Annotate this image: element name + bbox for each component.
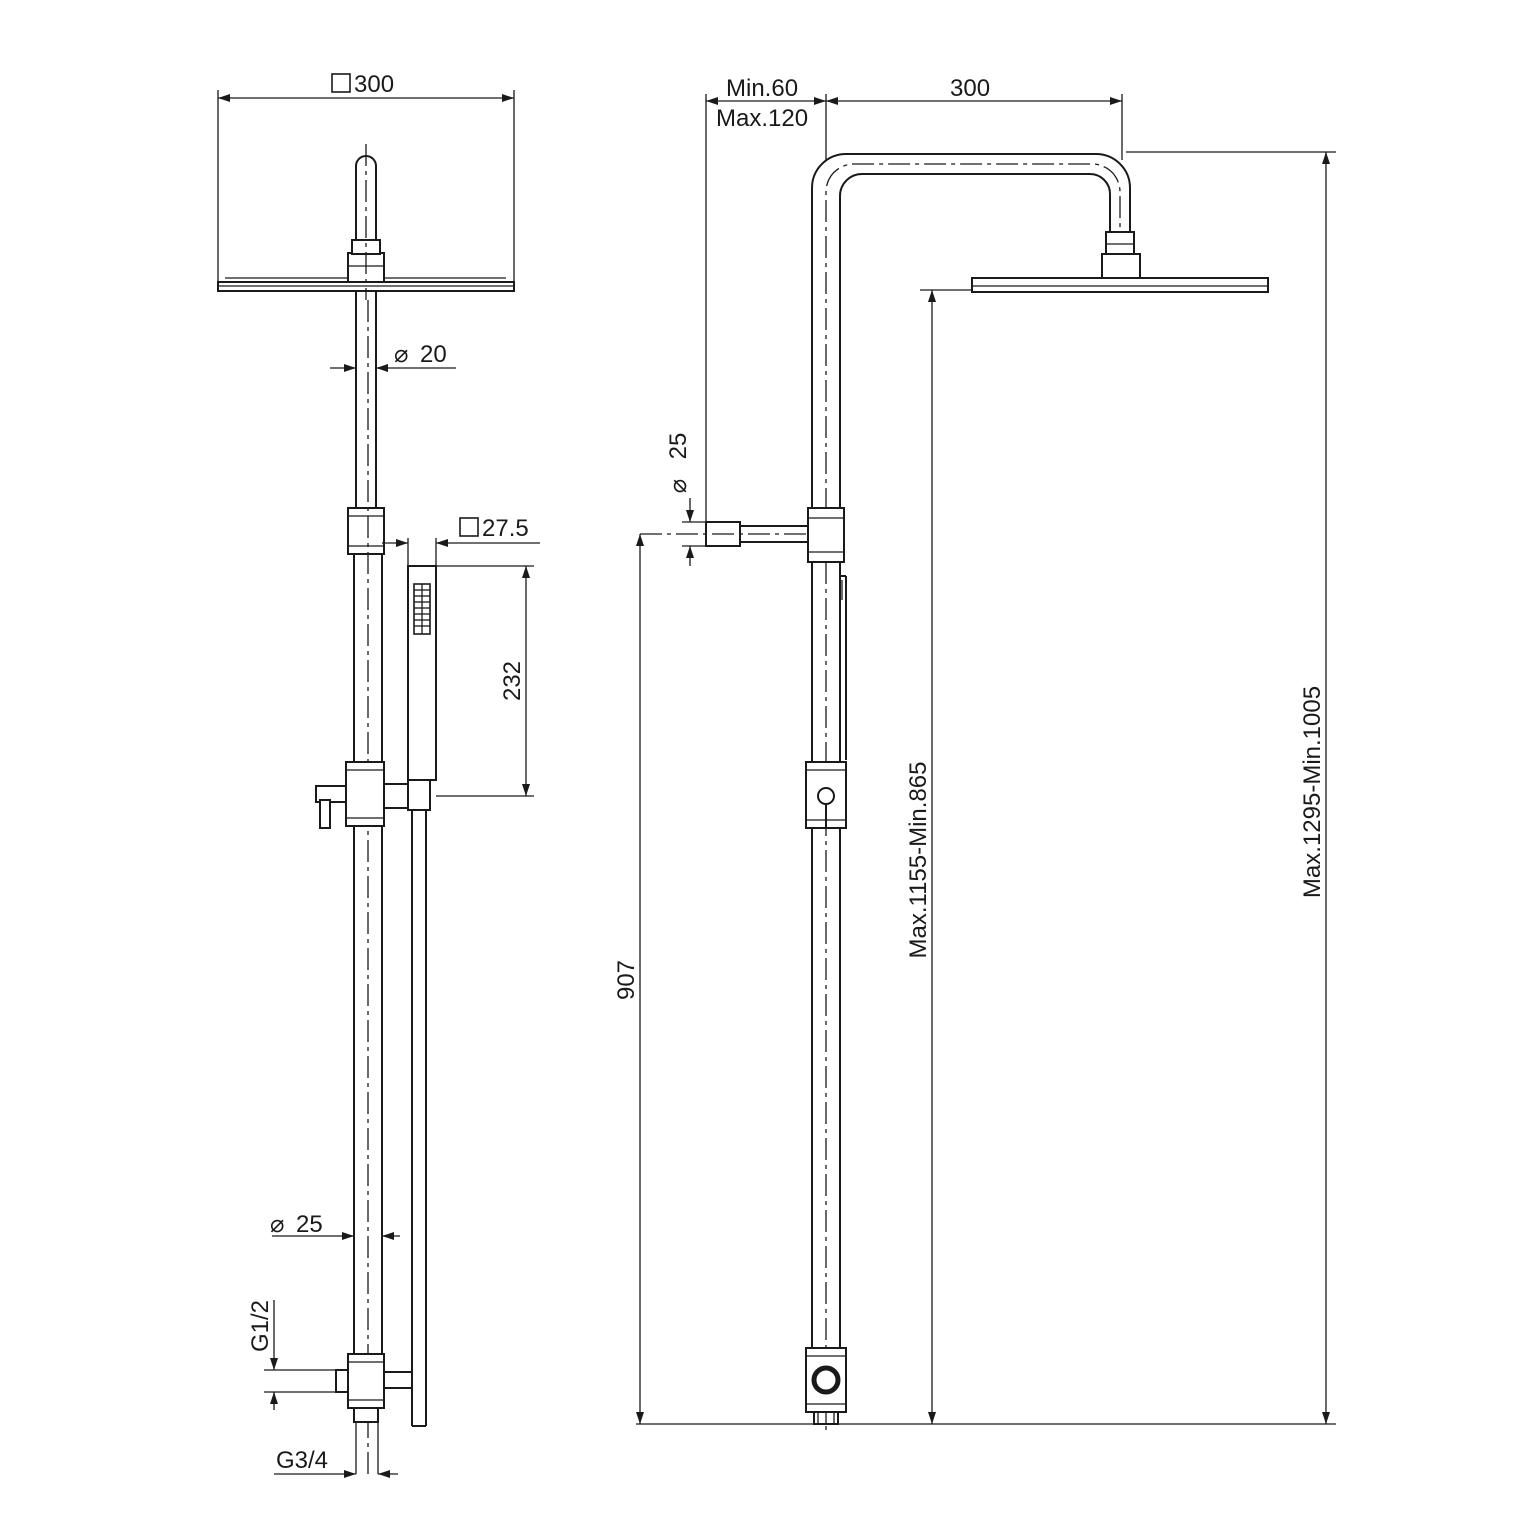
diverter-knob-icon <box>811 1365 841 1395</box>
arm-projection-label: 300 <box>950 75 990 102</box>
dim-bracket-diameter: ⌀ 25 <box>665 433 706 566</box>
dim-riser-diameter: ⌀ 25 <box>270 1211 400 1240</box>
outlet-thread-label: G3/4 <box>276 1447 328 1474</box>
front-riser <box>353 300 383 1474</box>
dim-inlet-thread: G1/2 <box>247 1300 336 1410</box>
front-hand-shower <box>407 565 437 811</box>
bracket-height-label: 907 <box>613 960 640 1000</box>
head-width-label: 300 <box>354 71 394 98</box>
diameter-symbol-icon: ⌀ <box>270 1211 284 1238</box>
side-view: Min.60 Max.120 300 <box>613 75 1336 1430</box>
front-diverter <box>335 1353 413 1474</box>
side-diverter <box>805 1347 847 1425</box>
head-height-label: Max.1155-Min.865 <box>905 762 932 959</box>
dim-overall-height: Max.1295-Min.1005 <box>1299 152 1330 1424</box>
overall-height-label: Max.1295-Min.1005 <box>1299 686 1326 898</box>
side-wall-bracket <box>640 507 845 563</box>
side-slider <box>805 761 847 829</box>
dim-bracket-height: 907 <box>613 534 644 1424</box>
slider-knob-icon <box>817 787 835 805</box>
dim-head-height: Max.1155-Min.865 <box>905 289 972 1424</box>
side-shower-head <box>971 231 1269 293</box>
arm-diameter-label: 20 <box>420 341 447 368</box>
wall-offset-min-label: Min.60 <box>726 75 798 102</box>
inlet-thread-label: G1/2 <box>247 1300 274 1352</box>
front-shower-head <box>217 144 515 300</box>
side-riser <box>811 562 847 1430</box>
square-symbol-icon <box>331 73 351 93</box>
dim-handshower-length: 232 <box>436 565 534 797</box>
dim-arm-diameter: ⌀ 20 <box>330 341 456 372</box>
dim-handshower-section: 27.5 <box>382 515 540 566</box>
handshower-section-label: 27.5 <box>482 515 529 542</box>
diameter-symbol-icon: ⌀ <box>394 341 408 368</box>
side-arm <box>811 153 1131 510</box>
square-symbol-icon <box>459 517 479 537</box>
handshower-length-label: 232 <box>499 661 526 701</box>
dim-arm-projection: 300 <box>826 75 1123 160</box>
diameter-symbol-icon: ⌀ <box>665 479 692 493</box>
front-view: 300 ⌀ 20 <box>217 71 540 1478</box>
dim-head-width: 300 <box>217 71 515 282</box>
front-hose <box>411 810 427 1427</box>
front-upper-clamp <box>347 507 385 555</box>
dim-outlet-thread: G3/4 <box>274 1447 398 1478</box>
handshower-nozzle-grid <box>413 583 431 635</box>
wall-offset-max-label: Max.120 <box>716 105 808 132</box>
riser-diameter-label: 25 <box>296 1211 323 1238</box>
front-upper-arm <box>355 291 377 508</box>
dim-wall-offset: Min.60 Max.120 <box>705 75 827 530</box>
bracket-diameter-label: 25 <box>665 433 692 460</box>
front-slider <box>315 761 409 829</box>
